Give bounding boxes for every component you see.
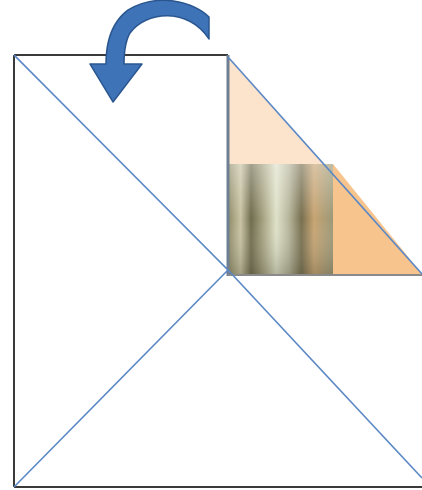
photo-strip-shade bbox=[228, 164, 333, 274]
folded-flap bbox=[228, 55, 422, 276]
curved-arrow-down-left-icon bbox=[90, 0, 209, 102]
fold-line-bottom-left bbox=[14, 270, 228, 487]
fold-line-bottom-right bbox=[228, 270, 422, 478]
folded-flap-dark bbox=[333, 164, 422, 274]
